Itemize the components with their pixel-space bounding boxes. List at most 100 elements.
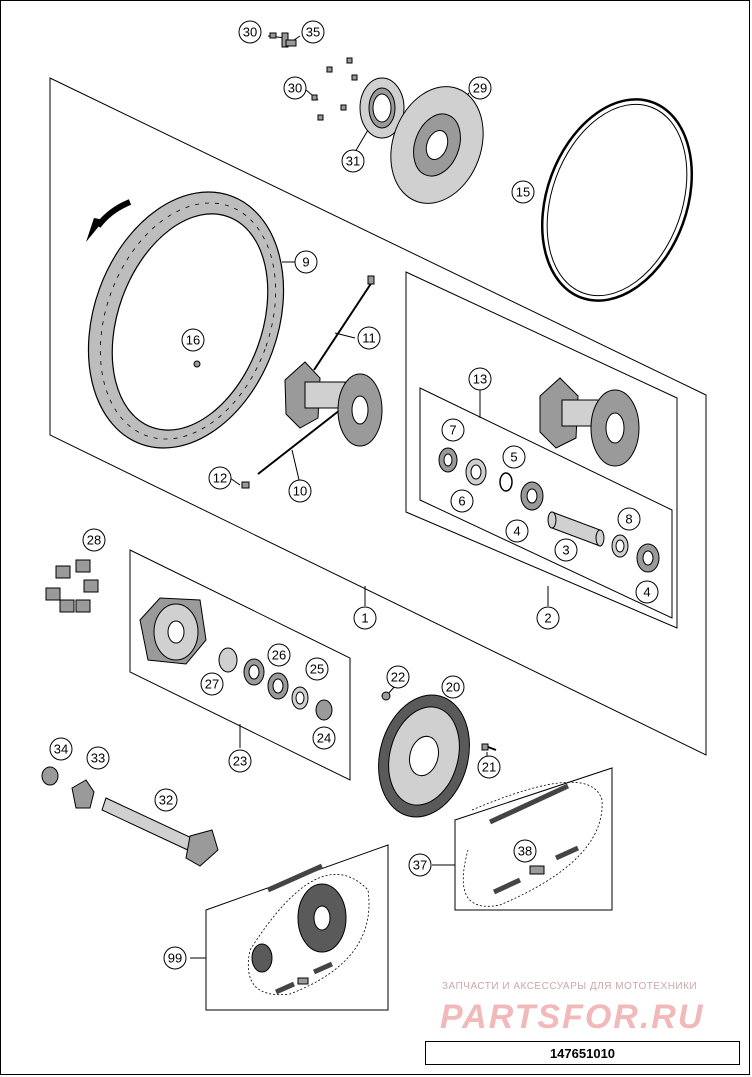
callout-27[interactable]: 27 bbox=[200, 672, 224, 696]
callout-30a[interactable]: 30 bbox=[238, 20, 262, 44]
rotation-arrow bbox=[86, 199, 132, 242]
callout-6[interactable]: 6 bbox=[450, 489, 474, 513]
callout-30b[interactable]: 30 bbox=[283, 76, 307, 100]
chain-adjuster-33 bbox=[71, 779, 95, 809]
brake-disc-29 bbox=[390, 86, 484, 204]
sprocket-20 bbox=[378, 694, 470, 818]
assembly-box-hub bbox=[405, 271, 678, 629]
spacer-7 bbox=[438, 447, 458, 473]
callout-15[interactable]: 15 bbox=[511, 180, 535, 204]
svg-text:33: 33 bbox=[91, 751, 105, 766]
valve-35 bbox=[281, 32, 297, 48]
callout-3[interactable]: 3 bbox=[554, 538, 578, 562]
callout-33[interactable]: 33 bbox=[86, 746, 110, 770]
svg-text:12: 12 bbox=[213, 471, 227, 486]
callout-35[interactable]: 35 bbox=[301, 20, 325, 44]
callout-29[interactable]: 29 bbox=[468, 76, 492, 100]
callout-4a[interactable]: 4 bbox=[505, 519, 529, 543]
svg-text:16: 16 bbox=[186, 333, 200, 348]
screw-30-top bbox=[269, 32, 277, 39]
nut-22 bbox=[381, 691, 391, 701]
callout-10[interactable]: 10 bbox=[288, 479, 312, 503]
callout-9[interactable]: 9 bbox=[294, 250, 318, 274]
svg-text:3: 3 bbox=[562, 543, 569, 558]
callout-8[interactable]: 8 bbox=[617, 507, 641, 531]
svg-text:8: 8 bbox=[625, 512, 632, 527]
svg-text:24: 24 bbox=[317, 731, 331, 746]
callout-37[interactable]: 37 bbox=[408, 853, 432, 877]
spoke-11 bbox=[313, 275, 375, 371]
seal-25 bbox=[291, 686, 309, 710]
svg-text:5: 5 bbox=[510, 450, 517, 465]
callout-2[interactable]: 2 bbox=[536, 606, 560, 630]
seal-6 bbox=[465, 458, 487, 486]
nut-34 bbox=[41, 766, 59, 786]
assembly-box-wheel bbox=[49, 77, 707, 756]
watermark-logo: PARTSFOR.RU bbox=[440, 998, 704, 1036]
hub-13 bbox=[539, 377, 640, 467]
svg-text:23: 23 bbox=[233, 754, 247, 769]
callout-21[interactable]: 21 bbox=[477, 755, 501, 779]
drawing-number: 147651010 bbox=[425, 1041, 740, 1065]
callout-99[interactable]: 99 bbox=[163, 946, 187, 970]
callout-26[interactable]: 26 bbox=[267, 643, 291, 667]
callout-34[interactable]: 34 bbox=[49, 737, 73, 761]
svg-text:2: 2 bbox=[544, 611, 551, 626]
hub-wheel bbox=[284, 361, 383, 447]
svg-text:38: 38 bbox=[518, 844, 532, 859]
bearing-26 bbox=[243, 658, 265, 686]
spacer-24 bbox=[315, 699, 333, 721]
svg-text:26: 26 bbox=[272, 648, 286, 663]
callout-12[interactable]: 12 bbox=[208, 466, 232, 490]
svg-text:32: 32 bbox=[159, 793, 173, 808]
callout-32[interactable]: 32 bbox=[154, 788, 178, 812]
callout-25[interactable]: 25 bbox=[305, 657, 329, 681]
callout-38[interactable]: 38 bbox=[513, 839, 537, 863]
callout-7[interactable]: 7 bbox=[441, 418, 465, 442]
svg-text:30: 30 bbox=[288, 81, 302, 96]
bearing-4b bbox=[636, 543, 660, 573]
svg-text:30: 30 bbox=[243, 25, 257, 40]
assembly-box-sprocket-carrier bbox=[129, 549, 351, 781]
svg-text:22: 22 bbox=[391, 670, 405, 685]
valve-16 bbox=[193, 360, 201, 368]
svg-text:28: 28 bbox=[87, 533, 101, 548]
callout-24[interactable]: 24 bbox=[312, 726, 336, 750]
svg-text:31: 31 bbox=[346, 154, 360, 169]
nipple-12 bbox=[241, 481, 250, 489]
svg-text:29: 29 bbox=[473, 81, 487, 96]
callout-31[interactable]: 31 bbox=[341, 149, 365, 173]
svg-text:25: 25 bbox=[310, 662, 324, 677]
rim-9 bbox=[87, 191, 285, 449]
svg-text:35: 35 bbox=[306, 25, 320, 40]
spacer-27 bbox=[218, 647, 238, 673]
svg-text:1: 1 bbox=[361, 611, 368, 626]
svg-text:7: 7 bbox=[449, 423, 456, 438]
callout-11[interactable]: 11 bbox=[357, 326, 381, 350]
callout-1[interactable]: 1 bbox=[353, 606, 377, 630]
callout-20[interactable]: 20 bbox=[441, 675, 465, 699]
svg-text:6: 6 bbox=[458, 494, 465, 509]
svg-text:21: 21 bbox=[482, 760, 496, 775]
svg-text:34: 34 bbox=[54, 742, 68, 757]
distance-sleeve-3 bbox=[547, 511, 605, 547]
svg-text:27: 27 bbox=[205, 677, 219, 692]
assembly-box-chain bbox=[454, 767, 613, 911]
axle-32 bbox=[101, 797, 219, 867]
chain-kit-99 bbox=[248, 863, 370, 996]
callouts: 30 35 30 29 31 15 9 11 16 13 7 5 12 10 6… bbox=[49, 20, 659, 970]
spoke-10 bbox=[257, 409, 341, 475]
callout-13[interactable]: 13 bbox=[468, 367, 492, 391]
callout-5[interactable]: 5 bbox=[502, 445, 526, 469]
svg-text:11: 11 bbox=[362, 331, 376, 346]
spacer-8 bbox=[611, 534, 629, 558]
callout-4b[interactable]: 4 bbox=[635, 580, 659, 604]
callout-28[interactable]: 28 bbox=[82, 528, 106, 552]
damper-28 bbox=[45, 559, 99, 613]
callout-23[interactable]: 23 bbox=[228, 749, 252, 773]
callout-16[interactable]: 16 bbox=[181, 328, 205, 352]
callout-22[interactable]: 22 bbox=[386, 665, 410, 689]
svg-text:9: 9 bbox=[302, 255, 309, 270]
